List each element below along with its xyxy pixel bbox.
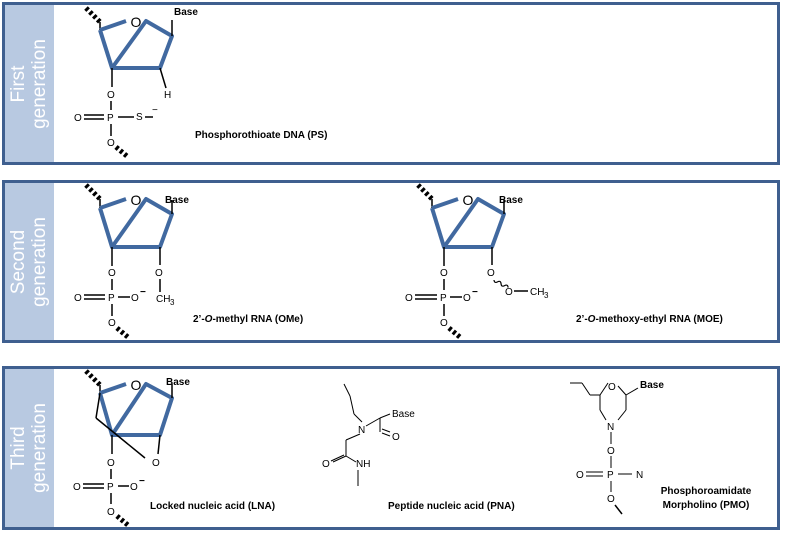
oxygen-5prime: O xyxy=(440,318,448,329)
ps-structure: O Base H O P O S − O Phosphorothioate DN… xyxy=(74,6,327,159)
phosphorus-label: P xyxy=(440,293,447,304)
oxygen-5prime: O xyxy=(607,494,615,505)
base-label: Base xyxy=(392,409,415,420)
oxygen-3prime: O xyxy=(107,90,115,101)
base-label: Base xyxy=(174,7,198,18)
methyl-subscript: 3 xyxy=(170,298,175,307)
oxygen-link: O xyxy=(607,446,615,457)
oxygen-2prime: O xyxy=(155,268,163,279)
oxygen-charge: − xyxy=(472,287,478,298)
pmo-name-line1: Phosphoroamidate xyxy=(661,486,752,497)
base-label: Base xyxy=(499,195,523,206)
oxygen-5prime: O xyxy=(107,507,115,518)
base-label: Base xyxy=(165,195,189,206)
oxygen-double: O xyxy=(405,293,413,304)
phosphorus-label: P xyxy=(607,470,614,481)
oxygen-double: O xyxy=(74,293,82,304)
pmo-name-line2: Morpholino (PMO) xyxy=(663,500,750,511)
ring-oxygen: O xyxy=(131,14,142,30)
oxygen-carbonyl: O xyxy=(392,432,400,443)
ps-name: Phosphorothioate DNA (PS) xyxy=(195,130,327,141)
oxygen-double: O xyxy=(73,482,81,493)
oxygen-anion: O xyxy=(130,482,138,493)
oxygen-anion: O xyxy=(131,293,139,304)
phosphorus-label: P xyxy=(107,113,114,124)
sulfur-charge: − xyxy=(152,105,158,116)
oxygen-2prime: O xyxy=(487,268,495,279)
methyl-label: CH xyxy=(530,287,544,298)
ring-oxygen: O xyxy=(463,192,474,208)
moe-name: 2’-O-methoxy-ethyl RNA (MOE) xyxy=(576,314,723,325)
oxygen-3prime: O xyxy=(440,268,448,279)
oxygen-anion: O xyxy=(463,293,471,304)
moe-structure: O Base O O O CH 3 P O O − O 2’-O-methoxy… xyxy=(405,183,723,340)
base-label: Base xyxy=(640,380,664,391)
sulfur-label: S xyxy=(136,112,143,123)
pmo-structure: O Base N O P O N O Phosphoroamidate Morp… xyxy=(570,380,752,515)
ome-name: 2’-O-methyl RNA (OMe) xyxy=(193,314,303,325)
oxygen-charge: − xyxy=(139,476,145,487)
morpholine-nitrogen: N xyxy=(607,422,614,433)
lna-name: Locked nucleic acid (LNA) xyxy=(150,501,275,512)
oxygen-3prime: O xyxy=(108,268,116,279)
amidate-nitrogen: N xyxy=(636,470,643,481)
oxygen-charge: − xyxy=(140,287,146,298)
methyl-label: CH xyxy=(156,294,170,305)
ome-structure: O Base O O CH 3 P O O − O 2’-O-methyl RN… xyxy=(74,183,303,340)
base-label: Base xyxy=(166,377,190,388)
lna-structure: O Base O O P O O − O Locked nucleic acid… xyxy=(73,369,275,528)
ring-oxygen: O xyxy=(131,192,142,208)
oxygen-ether: O xyxy=(505,287,513,298)
ring-oxygen: O xyxy=(131,377,142,393)
pna-name: Peptide nucleic acid (PNA) xyxy=(388,501,515,512)
oxygen-double: O xyxy=(74,113,82,124)
hydrogen-label: H xyxy=(164,90,171,101)
oxygen-5prime: O xyxy=(107,138,115,149)
amide-nh: NH xyxy=(356,459,370,470)
methyl-subscript: 3 xyxy=(544,291,549,300)
oxygen-bridge: O xyxy=(152,458,160,469)
oxygen-5prime: O xyxy=(108,318,116,329)
phosphorus-label: P xyxy=(107,482,114,493)
oxygen-amide: O xyxy=(322,459,330,470)
pna-structure: N Base O O NH Peptide nucleic acid (PNA) xyxy=(322,383,515,512)
oxygen-double: O xyxy=(576,470,584,481)
nitrogen-backbone: N xyxy=(358,425,365,436)
phosphorus-label: P xyxy=(108,293,115,304)
oxygen-3prime: O xyxy=(107,458,115,469)
morpholine-oxygen: O xyxy=(608,382,616,393)
